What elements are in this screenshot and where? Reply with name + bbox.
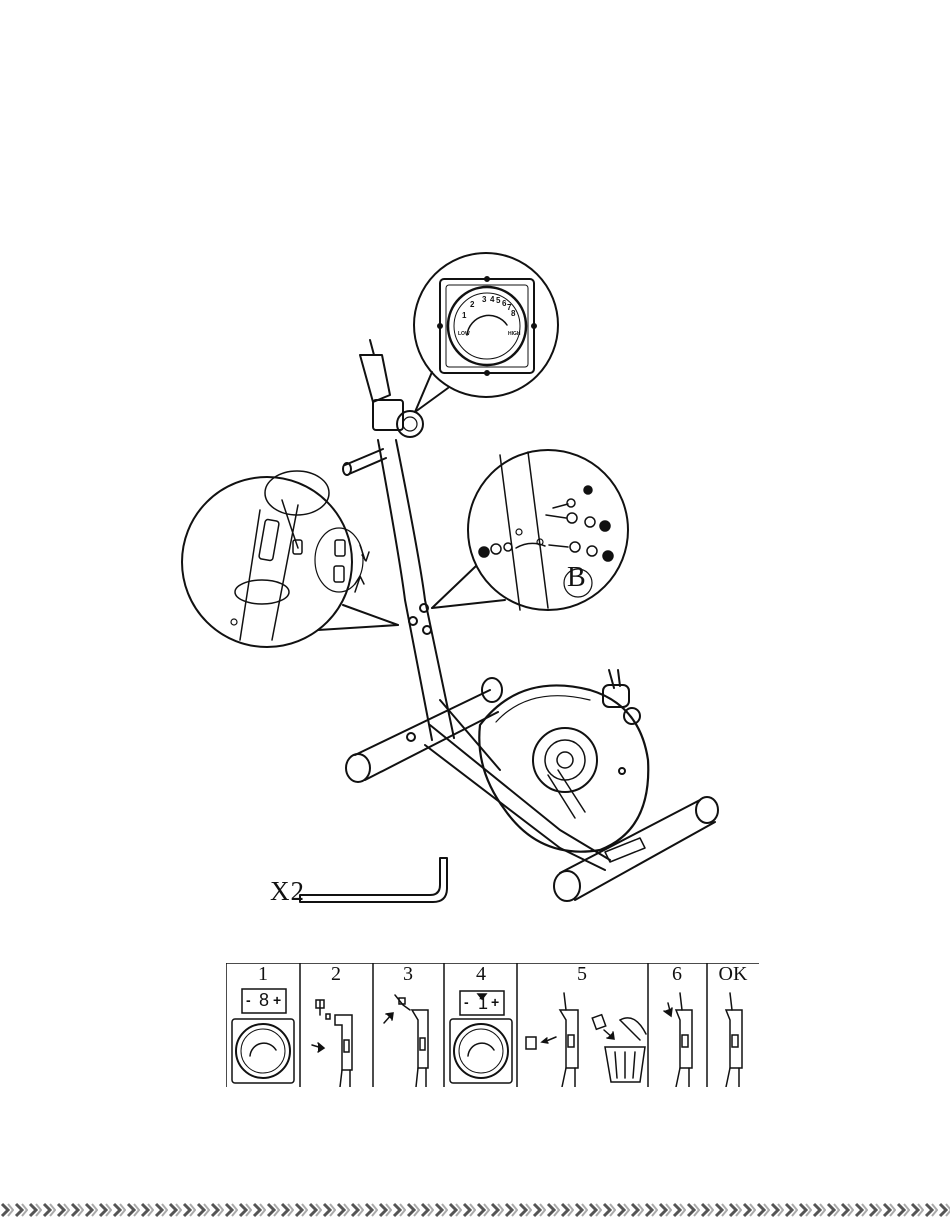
step-1-plus: +: [273, 992, 281, 1008]
step-label-3: 3: [388, 963, 428, 986]
wrench-quantity-label: X2: [270, 876, 305, 907]
svg-text:8: 8: [511, 309, 516, 318]
step-1-display-digit: 8: [259, 990, 269, 1011]
svg-text:3: 3: [482, 295, 487, 304]
step-2-panel: [312, 1000, 352, 1087]
step-6-panel: [664, 993, 692, 1087]
step-4-minus: -: [464, 994, 469, 1010]
svg-text:2: 2: [470, 300, 475, 309]
tension-knob-detail-callout: [414, 253, 558, 412]
upright-post: [343, 340, 454, 740]
footer-chevron-border: [0, 1199, 950, 1221]
front-stabilizer: [554, 797, 718, 901]
step-4-plus: +: [491, 994, 499, 1010]
bolt-hardware-detail-callout: [432, 450, 628, 610]
step-label-2: 2: [316, 963, 356, 986]
step-4-display-digit: 1: [478, 993, 488, 1014]
detail-b-label: B: [567, 562, 586, 594]
dial-high-label: HIGH: [508, 331, 521, 337]
svg-text:5: 5: [496, 296, 501, 305]
cable-connector-detail-callout: [182, 471, 398, 647]
svg-text:1: 1: [462, 311, 467, 320]
step-3-panel: [384, 995, 428, 1087]
flywheel-cover: [479, 670, 648, 852]
step-label-6: 6: [657, 963, 697, 986]
step-ok-panel: [726, 993, 742, 1087]
dial-low-label: LOW: [458, 331, 470, 337]
svg-text:4: 4: [490, 295, 495, 304]
step-1-minus: -: [246, 992, 251, 1008]
frame-base: [425, 700, 610, 870]
allen-wrench-icon: [300, 858, 447, 902]
step-label-4: 4: [461, 963, 501, 986]
step-label-1: 1: [243, 963, 283, 986]
step-label-5: 5: [562, 963, 602, 986]
step-5-panel: [526, 993, 646, 1087]
step-label-ok: OK: [713, 963, 753, 986]
